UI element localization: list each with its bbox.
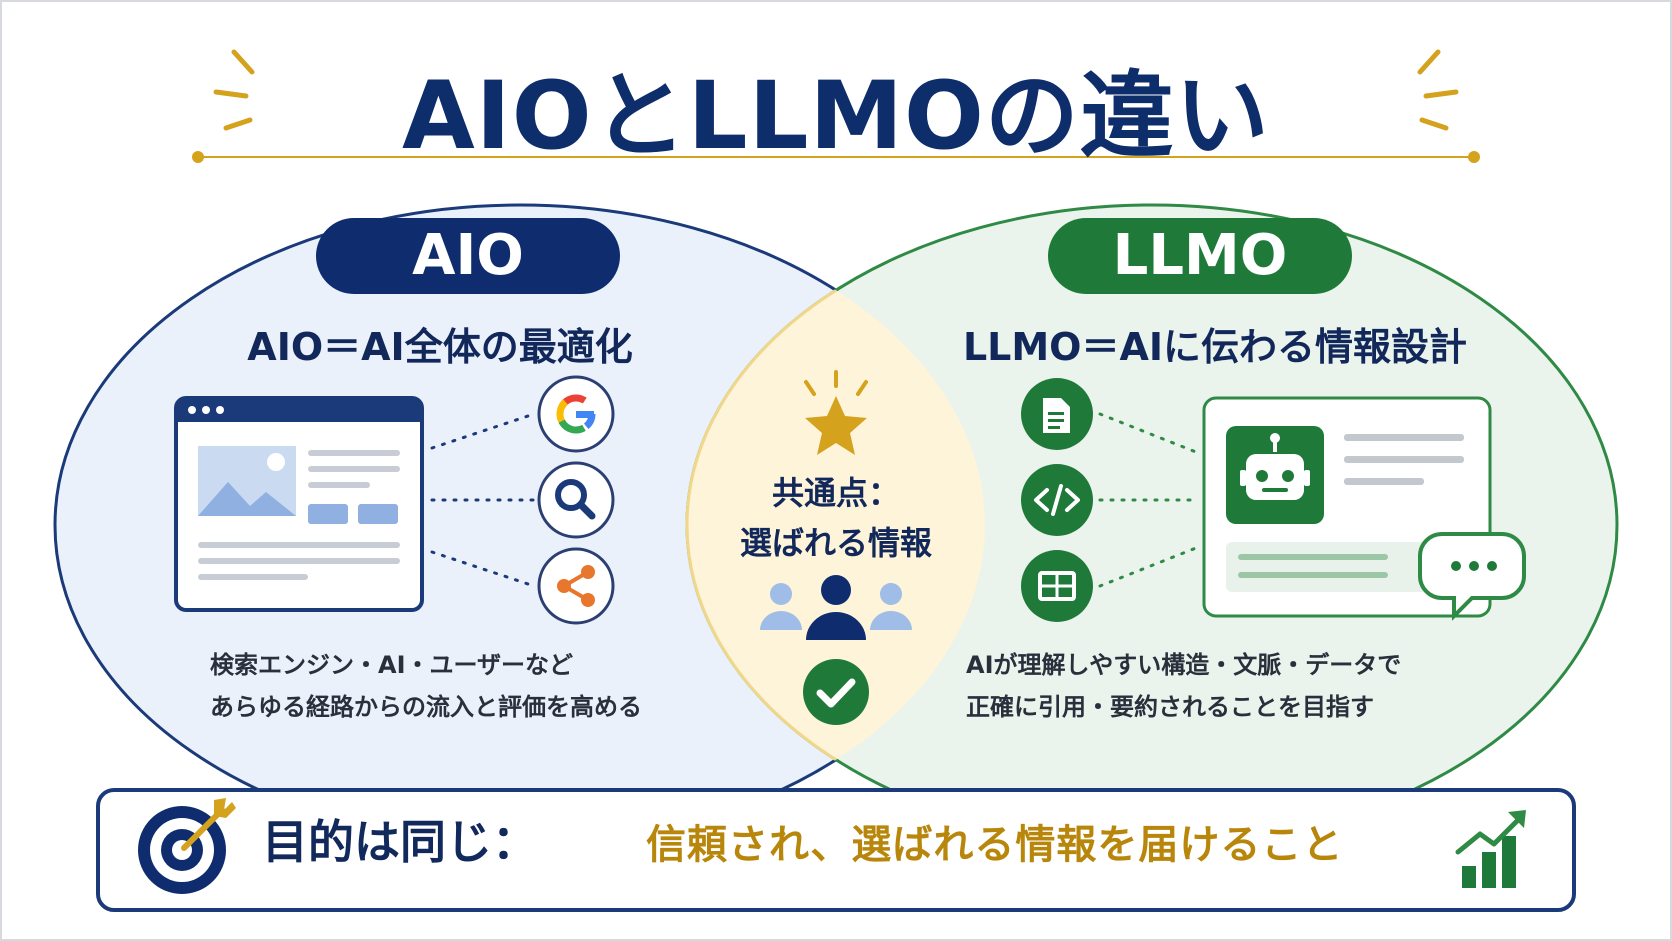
llmo-description: AIが理解しやすい構造・文脈・データで 正確に引用・要約されることを目指す bbox=[966, 644, 1401, 728]
common-point-line-2: 選ばれる情報 bbox=[739, 524, 932, 562]
overlap-area bbox=[687, 205, 985, 845]
google-icon bbox=[537, 375, 615, 453]
title-underline bbox=[192, 151, 1480, 163]
aio-connectors bbox=[430, 412, 536, 588]
growth-chart-icon bbox=[1455, 810, 1526, 888]
chat-bubble-icon bbox=[1418, 532, 1526, 621]
common-point-label: 共通点： 選ばれる情報 bbox=[726, 468, 946, 568]
llmo-badge: LLMO bbox=[1048, 218, 1352, 294]
check-icon bbox=[803, 659, 869, 725]
goal-text: 信頼され、選ばれる情報を届けること bbox=[646, 822, 1344, 868]
goal-banner bbox=[96, 788, 1576, 912]
star-icon bbox=[804, 370, 868, 455]
aio-description-line-1: 検索エンジン・AI・ユーザーなど bbox=[210, 651, 574, 679]
aio-description: 検索エンジン・AI・ユーザーなど あらゆる経路からの流入と評価を高める bbox=[210, 644, 642, 728]
people-icon bbox=[760, 575, 912, 640]
code-icon bbox=[1021, 464, 1093, 536]
search-icon bbox=[537, 461, 615, 539]
browser-window-illustration bbox=[174, 396, 424, 612]
aio-heading: AIO＝AI全体の最適化 bbox=[247, 325, 633, 369]
title-sparks-left bbox=[213, 49, 255, 131]
llmo-heading: LLMO＝AIに伝わる情報設計 bbox=[962, 325, 1468, 369]
title-sparks-right bbox=[1417, 49, 1459, 131]
aio-description-line-2: あらゆる経路からの流入と評価を高める bbox=[210, 693, 642, 721]
target-icon bbox=[138, 798, 236, 894]
llmo-connectors bbox=[1098, 412, 1198, 588]
llmo-description-line-1: AIが理解しやすい構造・文脈・データで bbox=[966, 651, 1402, 679]
share-icon bbox=[537, 547, 615, 625]
llmo-description-line-2: 正確に引用・要約されることを目指す bbox=[966, 693, 1374, 721]
document-icon bbox=[1021, 378, 1093, 450]
overlap-border bbox=[685, 205, 985, 845]
table-icon bbox=[1021, 550, 1093, 622]
goal-lead: 目的は同じ： bbox=[262, 815, 538, 869]
aio-badge: AIO bbox=[316, 218, 620, 294]
ai-chat-window-illustration bbox=[1202, 396, 1492, 618]
page-title: AIOとLLMOの違い bbox=[402, 62, 1270, 171]
common-point-line-1: 共通点： bbox=[771, 474, 900, 512]
